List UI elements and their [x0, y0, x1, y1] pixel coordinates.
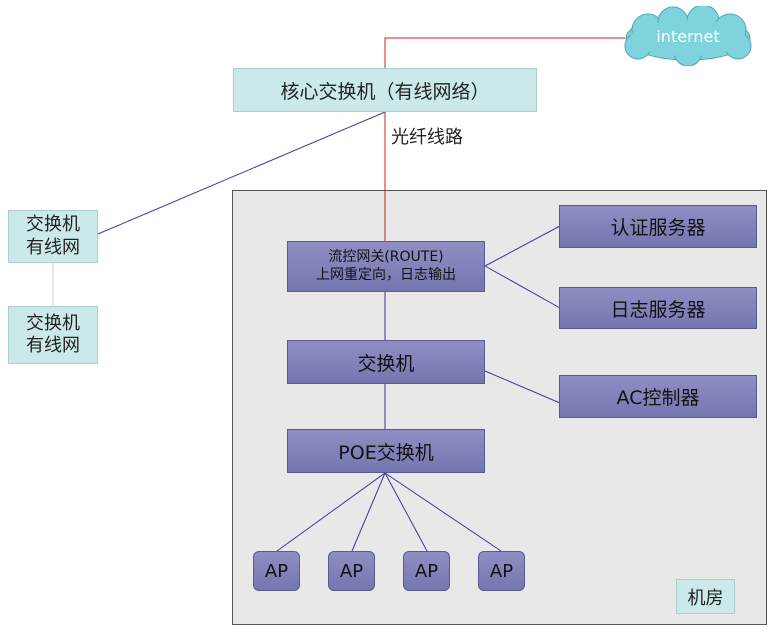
access-point-1[interactable]: AP	[253, 551, 300, 591]
left-switch-2-line1: 交换机	[26, 312, 80, 334]
access-point-3[interactable]: AP	[403, 551, 450, 591]
link-poe-ap4	[384, 472, 502, 552]
left-switch-1[interactable]: 交换机 有线网	[8, 210, 98, 263]
gateway-line1: 流控网关(ROUTE)	[328, 249, 444, 265]
cloud-icon	[624, 4, 752, 67]
machine-room-label: 机房	[676, 579, 735, 614]
gateway-line2: 上网重定向，日志输出	[316, 266, 456, 283]
left-switch-1-line1: 交换机	[26, 214, 80, 235]
log-server[interactable]: 日志服务器	[559, 287, 757, 329]
internet-cloud: internet	[618, 4, 758, 67]
access-point-2[interactable]: AP	[328, 551, 375, 591]
left-switch-2[interactable]: 交换机 有线网	[8, 306, 98, 364]
access-point-4[interactable]: AP	[478, 551, 525, 591]
link-router-auth	[484, 225, 561, 267]
left-switch-2-line2: 有线网	[26, 335, 80, 356]
ac-controller[interactable]: AC控制器	[559, 375, 757, 418]
poe-switch[interactable]: POE交换机	[287, 429, 485, 473]
link-poe-ap3	[384, 472, 428, 552]
core-switch[interactable]: 核心交换机（有线网络）	[233, 68, 537, 112]
flow-control-gateway[interactable]: 流控网关(ROUTE) 上网重定向，日志输出	[287, 241, 485, 292]
fiber-line-label: 光纤线路	[391, 127, 463, 148]
link-poe-ap2	[351, 472, 386, 552]
auth-server[interactable]: 认证服务器	[559, 205, 757, 248]
link-switch-ac	[484, 370, 561, 404]
internet-label: internet	[656, 26, 720, 46]
link-core-left-switch	[97, 111, 386, 235]
link-poe-ap1	[276, 472, 386, 552]
switch[interactable]: 交换机	[287, 340, 485, 384]
left-switch-1-line2: 有线网	[26, 236, 80, 258]
link-router-log	[484, 265, 561, 309]
